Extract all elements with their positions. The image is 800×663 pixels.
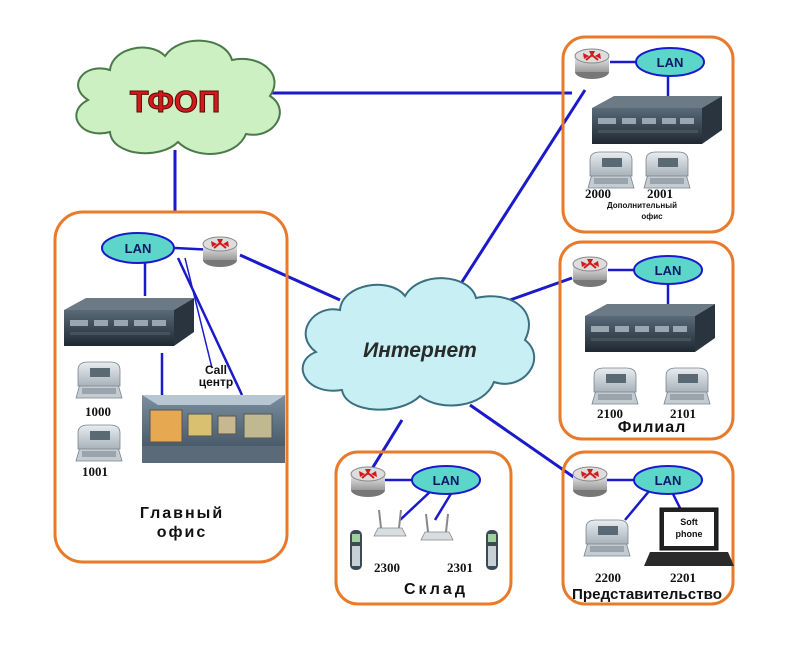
warehouse-ap-1-icon <box>373 509 407 537</box>
link-internet-warehouse <box>368 419 404 473</box>
main-lan <box>101 232 175 264</box>
branch-phone-2100-icon <box>591 367 639 405</box>
pstn-label: ТФОП <box>130 84 221 119</box>
callcenter-label-2: центр <box>199 375 234 389</box>
callcenter-label-1: Call <box>205 363 227 377</box>
additional-lan-label: LAN <box>657 55 684 70</box>
representative-lan-label: LAN <box>655 473 682 488</box>
branch-lan-label: LAN <box>655 263 682 278</box>
link-internet-representative <box>469 403 576 480</box>
main-phone-1000-label: 1000 <box>85 404 111 419</box>
additional-office: LAN 2000 2001 Дополнительный офис <box>561 35 735 234</box>
representative-router-icon <box>572 466 608 498</box>
warehouse-office: LAN 2300 2301 Склад <box>334 450 513 606</box>
additional-office-frame <box>561 35 735 234</box>
additional-router-icon <box>574 48 610 80</box>
main-office: LAN 1000 1001 Call центр Главный офис <box>53 210 289 564</box>
main-office-frame <box>53 210 289 564</box>
representative-lan <box>633 465 703 495</box>
additional-phone-2000-label: 2000 <box>585 186 611 201</box>
warehouse-phone-2301-label: 2301 <box>447 560 473 575</box>
main-phone-1001-label: 1001 <box>82 464 108 479</box>
branch-frame <box>558 240 735 441</box>
softphone-label-1: Soft <box>680 517 698 527</box>
representative-frame <box>561 450 735 606</box>
main-pbx-icon <box>64 298 194 346</box>
main-phone-1000-icon <box>75 361 123 399</box>
link-internet-additional <box>458 89 587 286</box>
softphone-label-2: phone <box>676 529 703 539</box>
additional-office-title-1: Дополнительный <box>607 201 677 210</box>
warehouse-title: Склад <box>404 581 468 598</box>
link-router-internet <box>239 253 341 302</box>
additional-lan <box>635 47 705 77</box>
representative-phone-2200-icon <box>583 519 631 557</box>
branch-phone-2101-label: 2101 <box>670 406 696 421</box>
warehouse-phone-2300-label: 2300 <box>374 560 400 575</box>
representative-phone-2200-label: 2200 <box>595 570 621 585</box>
branch-pbx-icon <box>585 304 715 352</box>
main-office-title-1: Главный <box>140 505 224 522</box>
softphone-laptop-icon: Soft phone <box>644 507 734 566</box>
main-phone-1001-icon <box>75 424 123 462</box>
additional-phone-2000-icon <box>587 151 635 189</box>
callcenter-image <box>142 395 285 463</box>
network-links <box>143 60 682 521</box>
warehouse-dect-2-icon <box>486 530 498 570</box>
warehouse-frame <box>334 450 513 606</box>
warehouse-lan-label: LAN <box>433 473 460 488</box>
main-router-icon <box>202 236 238 268</box>
additional-office-title-2: офис <box>641 212 663 221</box>
main-office-title-2: офис <box>157 524 208 541</box>
branch-router-icon <box>572 256 608 288</box>
warehouse-router-icon <box>350 466 386 498</box>
branch-lan <box>633 255 703 285</box>
representative-phone-2201-label: 2201 <box>670 570 696 585</box>
branch-phone-2101-icon <box>663 367 711 405</box>
additional-pbx-icon <box>592 96 722 144</box>
link-internet-branch <box>509 276 573 302</box>
representative-title: Представительство <box>572 587 722 603</box>
internet-label: Интернет <box>363 339 477 362</box>
additional-phone-2001-label: 2001 <box>647 186 673 201</box>
internet-cloud: Интернет <box>301 277 536 411</box>
pstn-cloud: ТФОП <box>75 39 281 155</box>
branch-office: LAN 2100 2101 Филиал <box>558 240 735 441</box>
representative-office: LAN Soft phone 2200 2201 Представительст… <box>561 450 735 606</box>
branch-phone-2100-label: 2100 <box>597 406 623 421</box>
main-lan-label: LAN <box>125 241 152 256</box>
additional-phone-2001-icon <box>643 151 691 189</box>
branch-title: Филиал <box>618 419 687 436</box>
warehouse-lan <box>411 465 481 495</box>
warehouse-dect-1-icon <box>350 530 362 570</box>
